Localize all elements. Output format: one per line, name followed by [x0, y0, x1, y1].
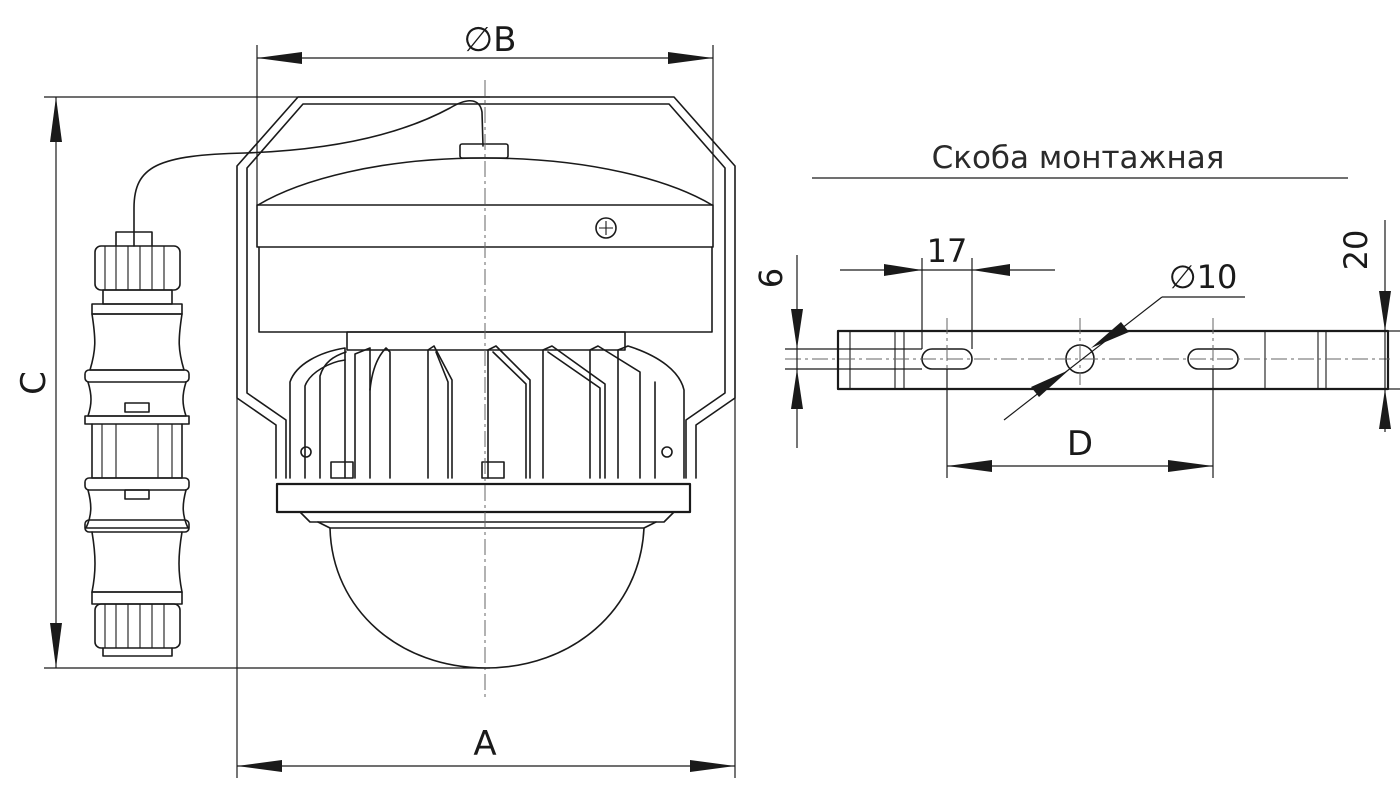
- lamp-drawing: [84, 80, 736, 698]
- bracket-title: Скоба монтажная: [932, 140, 1225, 176]
- dimension-a: A: [236, 398, 736, 778]
- heatsink-fins: [289, 345, 685, 479]
- dimension-d-label: D: [1067, 424, 1093, 464]
- dimension-b: ∅B: [256, 20, 714, 205]
- dimension-20-label: 20: [1337, 230, 1375, 271]
- mounting-bracket: Скоба монтажная 17 6 ∅10: [752, 140, 1400, 478]
- dimension-6-label: 6: [752, 268, 790, 288]
- dimension-a-label: A: [473, 724, 496, 764]
- dimension-c-label: C: [14, 371, 54, 395]
- dimension-17-label: 17: [927, 232, 968, 270]
- dimension-b-label: ∅B: [464, 20, 517, 60]
- dimension-hole-label: ∅10: [1169, 258, 1238, 296]
- dimension-c: C: [14, 96, 490, 669]
- cable-gland: [84, 231, 190, 657]
